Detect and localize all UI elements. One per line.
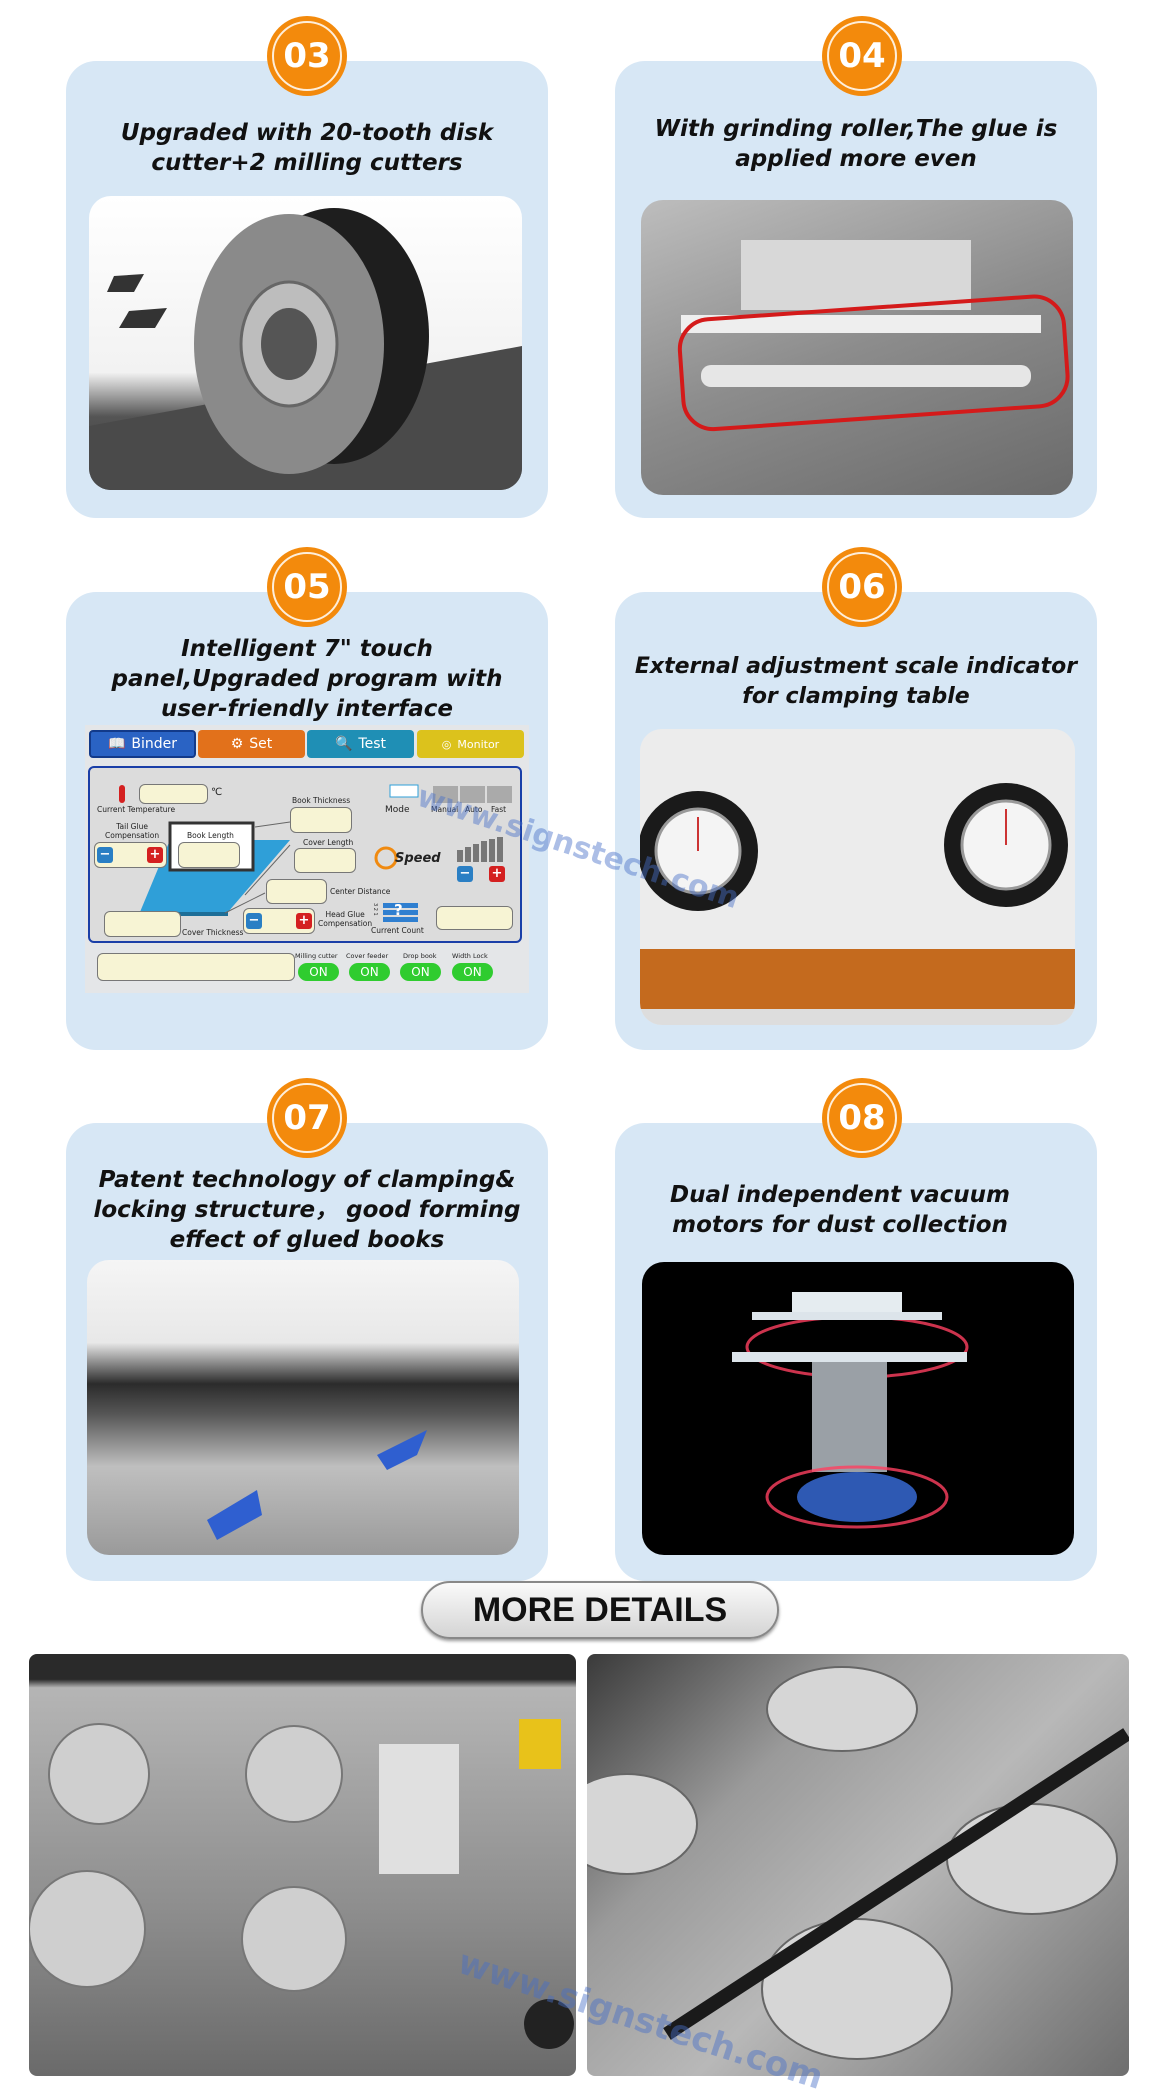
temp-unit: ℃ [211, 787, 223, 798]
tab-set[interactable]: ⚙ Set [198, 730, 305, 758]
increment-button[interactable]: + [147, 847, 163, 863]
scale-indicator-image [640, 729, 1075, 1025]
more-details-banner: MORE DETAILS [421, 1581, 779, 1639]
width-lock-toggle[interactable]: ON [452, 963, 493, 981]
label: Mode [385, 805, 410, 815]
toggle-label: Milling cutter [295, 952, 338, 960]
book-thickness-field[interactable] [290, 807, 352, 833]
decrement-button[interactable]: − [97, 847, 113, 863]
cover-length-field[interactable] [294, 848, 356, 873]
tab-monitor[interactable]: ◎ Monitor [417, 730, 524, 758]
search-document-icon: 🔍 [334, 736, 353, 752]
touch-panel-screenshot: 📖 Binder ⚙ Set 🔍 Test ◎ Monitor ℃ Current Te… [85, 725, 529, 993]
detail-photo-right [587, 1654, 1129, 2076]
vacuum-motor-image [642, 1262, 1074, 1555]
toggle-label: Cover feeder [346, 952, 389, 960]
increment-button[interactable]: + [296, 913, 312, 929]
step-badge: 08 [822, 1078, 902, 1158]
cover-feeder-toggle[interactable]: ON [349, 963, 390, 981]
step-badge: 07 [267, 1078, 347, 1158]
tab-binder[interactable]: 📖 Binder [89, 730, 196, 758]
clamping-structure-image [87, 1260, 519, 1555]
grinding-roller-image [641, 200, 1073, 495]
book-icon: 📖 [107, 736, 126, 752]
disk-cutter-image [89, 196, 522, 490]
speed-decrement-button[interactable]: − [457, 866, 473, 882]
tab-label: Binder [131, 736, 178, 752]
current-count-field[interactable] [436, 906, 513, 930]
tab-label: Set [249, 736, 273, 752]
center-distance-field[interactable] [266, 879, 327, 904]
mode-auto-button[interactable]: Auto [465, 805, 483, 814]
label: Book Thickness [292, 796, 351, 805]
label: Cover Thickness [182, 928, 244, 937]
count-stack-icon: 3 2 1 [372, 903, 378, 916]
feature-title: Patent technology of clamping&locking st… [93, 1167, 521, 1253]
toggle-label: Drop book [403, 952, 437, 960]
tab-label: Monitor [457, 737, 500, 751]
label: Cover Length [303, 838, 354, 847]
label: Book Length [187, 831, 234, 840]
drop-book-toggle[interactable]: ON [400, 963, 441, 981]
count-question-icon: ? [394, 901, 403, 919]
detail-photo-left [29, 1654, 576, 2076]
label: Current Count [371, 926, 424, 935]
label: Current Temperature [97, 805, 176, 814]
message-field [97, 953, 295, 981]
step-badge: 06 [822, 547, 902, 627]
cover-thickness-field[interactable] [104, 911, 181, 937]
tab-test[interactable]: 🔍 Test [307, 730, 414, 758]
mode-manual-button[interactable]: Manual [431, 805, 459, 814]
tab-label: Test [358, 736, 386, 752]
speed-logo: Speed [395, 851, 441, 866]
current-temperature-field[interactable] [139, 784, 208, 804]
step-badge: 03 [267, 16, 347, 96]
milling-cutter-toggle[interactable]: ON [298, 963, 339, 981]
label: Center Distance [330, 887, 391, 896]
toggle-label: Width Lock [452, 952, 488, 960]
step-badge: 04 [822, 16, 902, 96]
speed-increment-button[interactable]: + [489, 866, 505, 882]
decrement-button[interactable]: − [246, 913, 262, 929]
mode-fast-button[interactable]: Fast [491, 805, 507, 814]
gear-icon: ⚙ [230, 736, 244, 752]
book-length-field[interactable] [178, 842, 240, 868]
step-badge: 05 [267, 547, 347, 627]
webcam-icon: ◎ [441, 737, 452, 751]
